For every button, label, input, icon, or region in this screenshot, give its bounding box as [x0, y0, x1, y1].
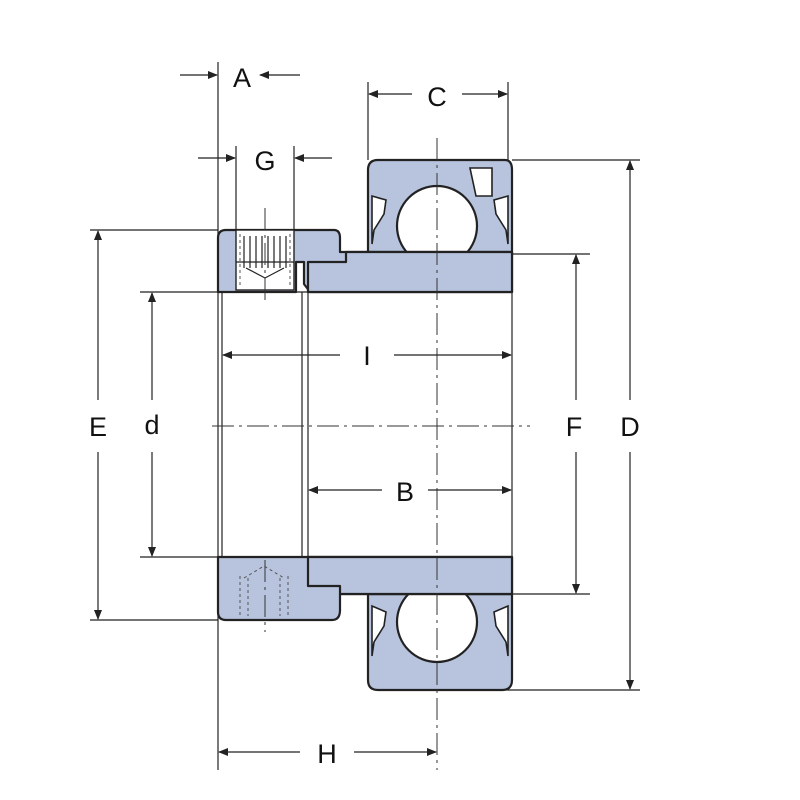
inner-ring	[217, 291, 513, 558]
label-H: H	[317, 739, 337, 769]
extension-lines	[90, 62, 640, 770]
grub-screw-bottom	[239, 565, 289, 618]
label-D: D	[620, 412, 640, 442]
label-C: C	[427, 82, 447, 112]
label-I: I	[363, 341, 371, 371]
center-lines	[212, 138, 530, 770]
label-d: d	[144, 410, 159, 440]
label-G: G	[254, 146, 275, 176]
label-A: A	[233, 63, 251, 93]
dimension-lines	[94, 71, 634, 756]
label-E: E	[89, 412, 107, 442]
label-F: F	[566, 412, 583, 442]
inner-ring-bottom	[216, 555, 514, 622]
label-B: B	[396, 477, 414, 507]
